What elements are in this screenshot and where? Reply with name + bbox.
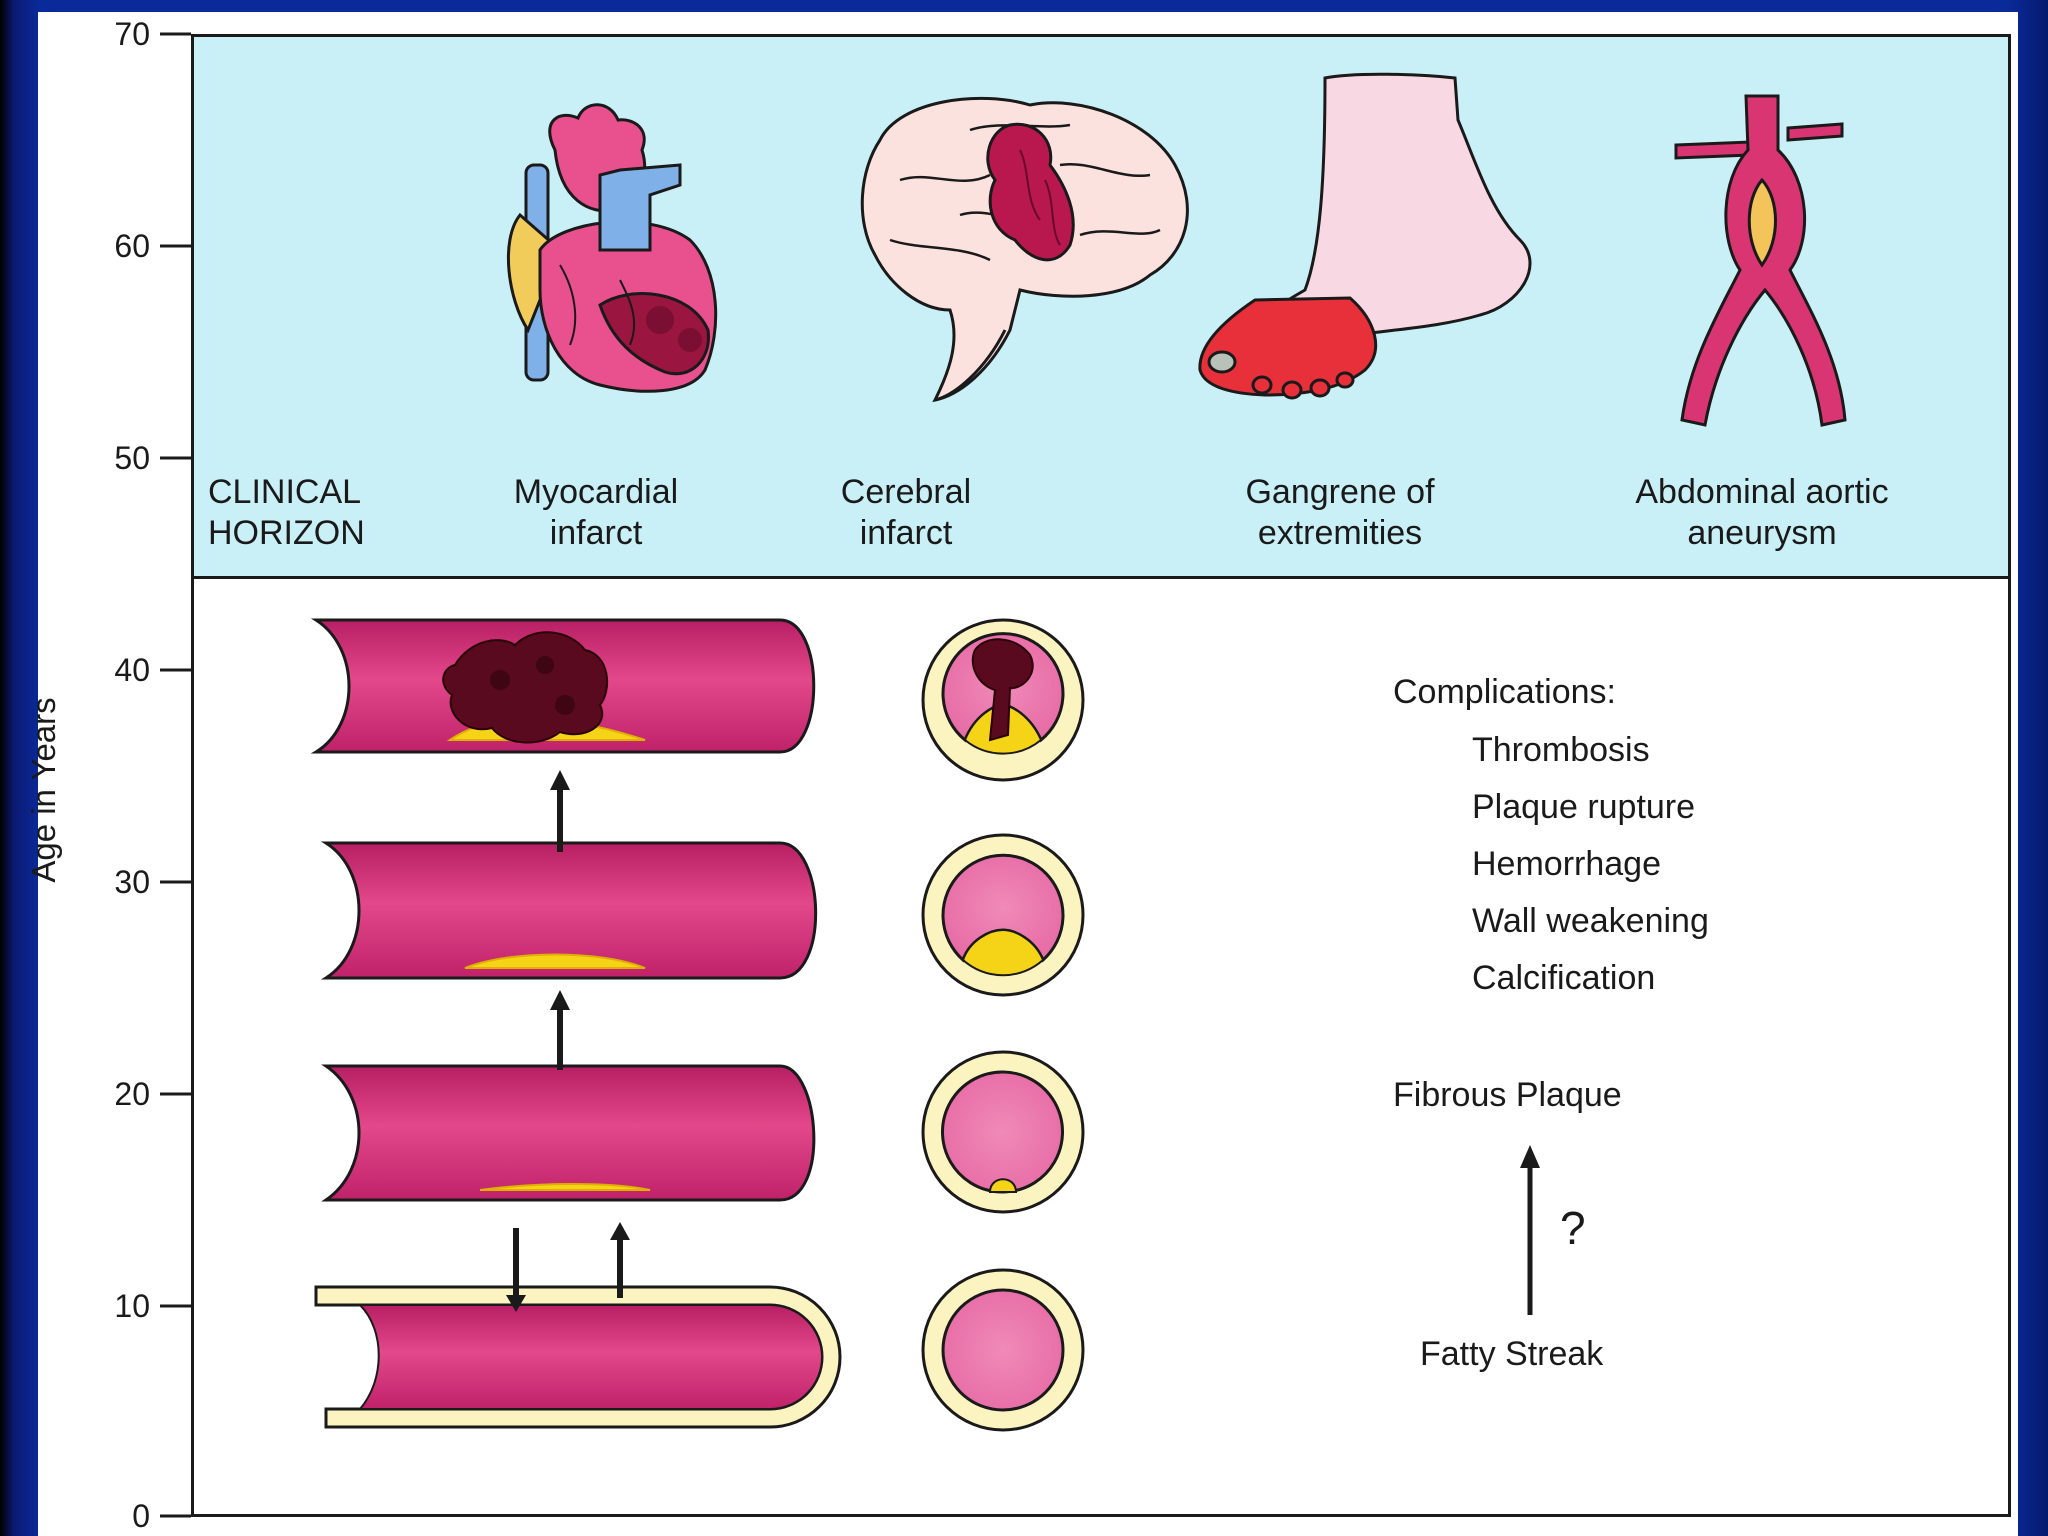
- event-label-myocardial-infarct: Myocardial infarct: [513, 473, 679, 552]
- complication-item: Hemorrhage: [1472, 845, 1661, 883]
- event-label-cerebral-infarct: Cerebral infarct: [840, 473, 972, 552]
- cross-section-fibrous-plaque: [921, 833, 1085, 997]
- event-label-aortic-aneurysm: Abdominal aortic aneurysm: [1635, 473, 1889, 552]
- cross-section-fatty-streak: [921, 1050, 1085, 1214]
- vessel-fatty-streak-longitudinal: [321, 1064, 816, 1202]
- progression-arrows: [506, 770, 630, 1312]
- aorta-icon: [1674, 94, 1847, 427]
- fatty-to-fibrous-arrow: [1520, 1145, 1540, 1315]
- y-tick-0: 0: [132, 1498, 150, 1534]
- complications-title: Complications:: [1393, 673, 1616, 711]
- cross-section-normal: [921, 1268, 1085, 1432]
- heart-icon: [506, 103, 718, 393]
- complication-item: Thrombosis: [1472, 731, 1650, 769]
- fatty-streak-label: Fatty Streak: [1420, 1335, 1604, 1373]
- foot-icon: [1198, 72, 1532, 400]
- y-tick-20: 20: [114, 1076, 150, 1112]
- fibrous-plaque-label: Fibrous Plaque: [1393, 1076, 1622, 1114]
- complication-item: Wall weakening: [1472, 902, 1709, 940]
- y-tick-30: 30: [114, 864, 150, 900]
- cross-section-complicated: [921, 618, 1085, 782]
- complication-item: Plaque rupture: [1472, 788, 1696, 826]
- vessel-complicated-lesion-longitudinal: [310, 618, 816, 754]
- plot-frame: [191, 579, 2011, 1517]
- y-tick-70: 70: [114, 16, 150, 52]
- clinical-horizon-label: CLINICAL HORIZON: [208, 473, 365, 552]
- uncertain-question-mark: ?: [1560, 1202, 1586, 1254]
- vessel-normal-longitudinal: [314, 1285, 842, 1429]
- event-label-gangrene: Gangrene of extremities: [1245, 473, 1435, 552]
- y-axis-ticks: [160, 32, 191, 1518]
- y-tick-50: 50: [114, 440, 150, 476]
- complication-item: Calcification: [1472, 959, 1656, 997]
- brain-icon: [860, 96, 1189, 403]
- y-tick-40: 40: [114, 652, 150, 688]
- vessel-fibrous-plaque-longitudinal: [320, 841, 818, 980]
- y-tick-10: 10: [114, 1288, 150, 1324]
- y-tick-60: 60: [114, 228, 150, 264]
